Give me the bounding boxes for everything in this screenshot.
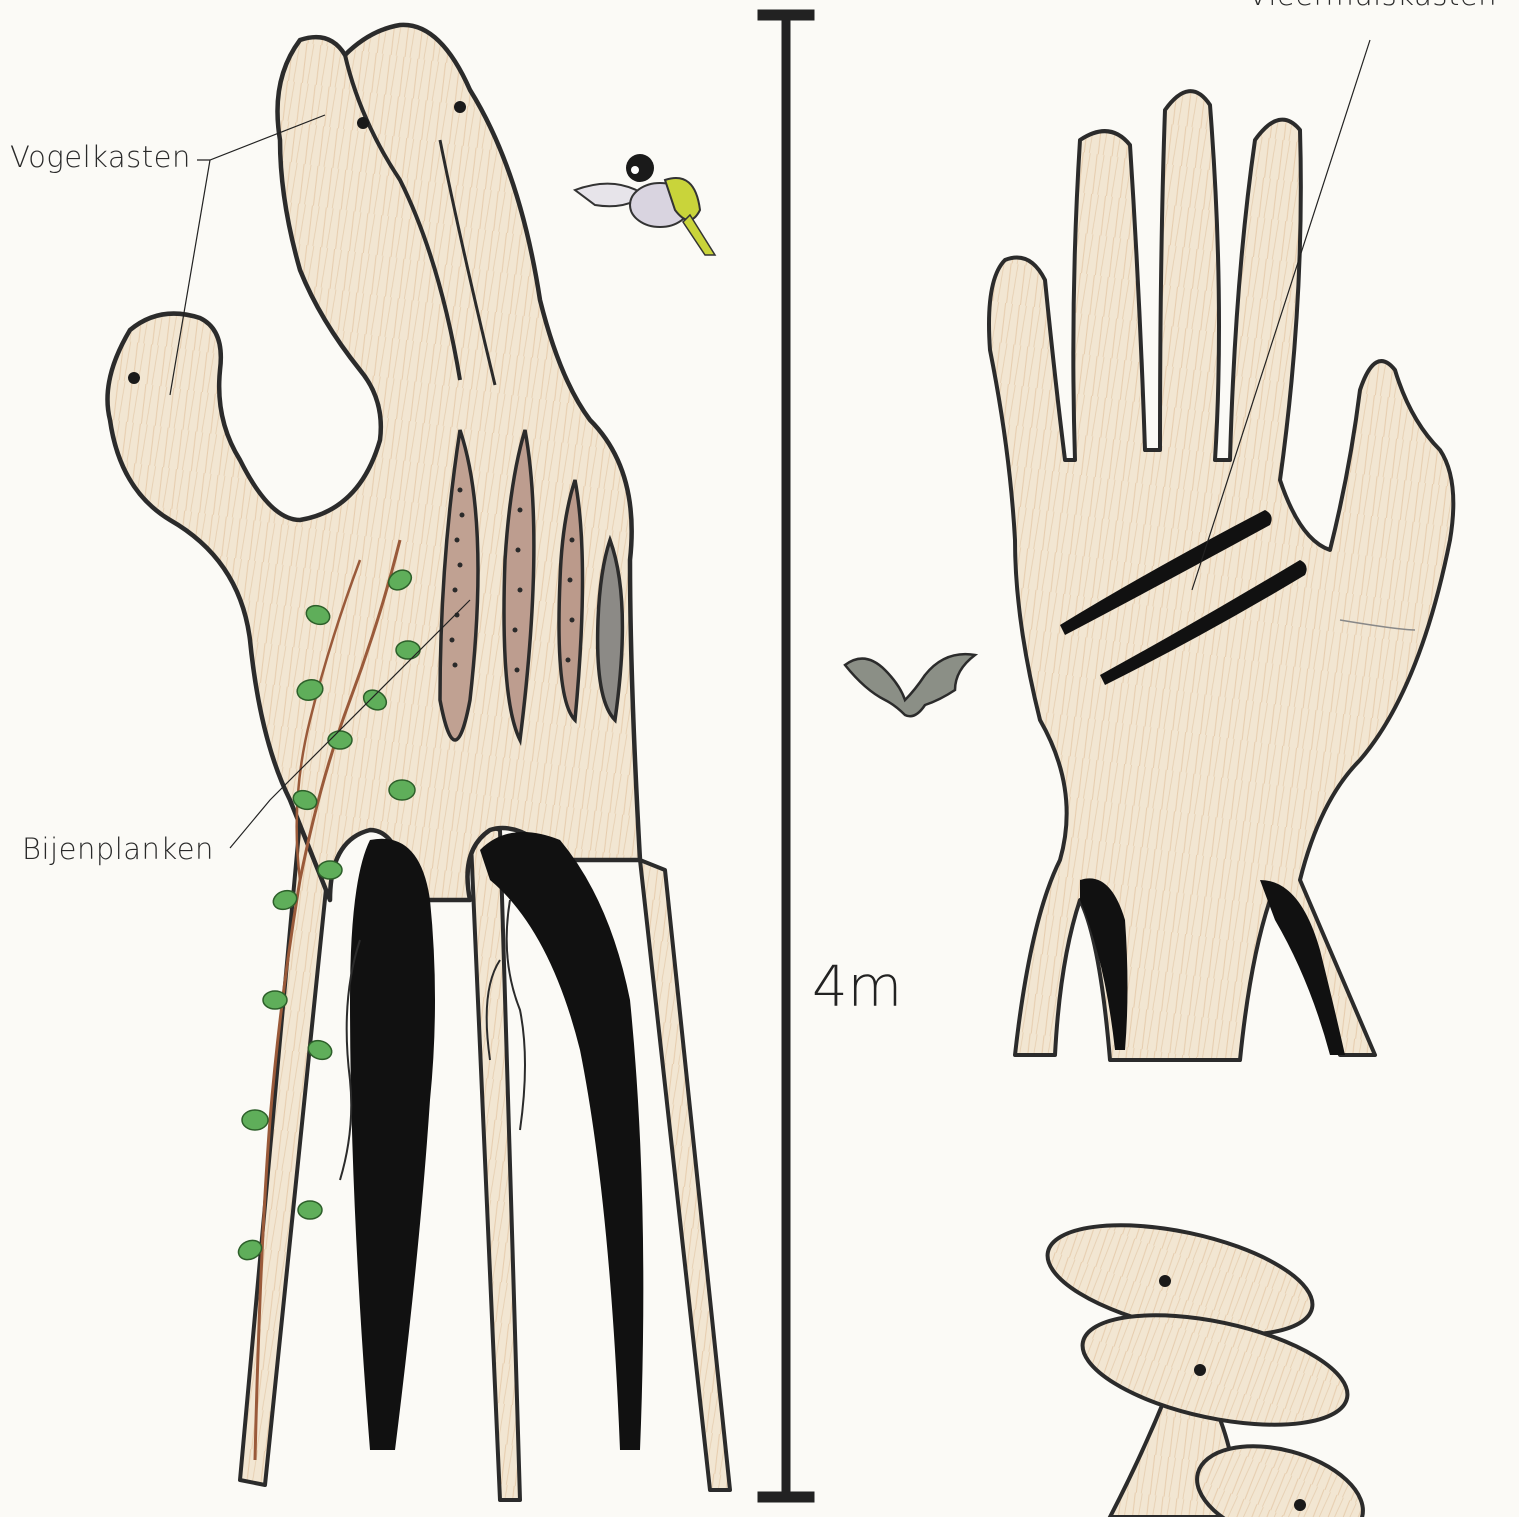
label-bat-boxes: Vleermuiskasten [1248,0,1497,12]
sculpture-legs [240,820,730,1500]
bird-icon [575,154,715,255]
label-bee-boards: Bijenplanken [22,832,214,866]
hand-sculpture-top [1038,1205,1374,1517]
bird-box-hole [128,372,140,384]
bird-box-hole [454,101,466,113]
opening-left [350,839,435,1450]
scale-bar [758,10,814,1502]
palm-body [989,91,1453,1060]
label-bird-boxes: Vogelkasten [10,140,191,174]
bird-box-hole [357,117,369,129]
hand-sculpture-front [989,91,1453,1060]
scale-height-label: 4m [812,955,902,1020]
hand-sculpture-side [108,25,731,1500]
bat-icon [845,654,975,716]
